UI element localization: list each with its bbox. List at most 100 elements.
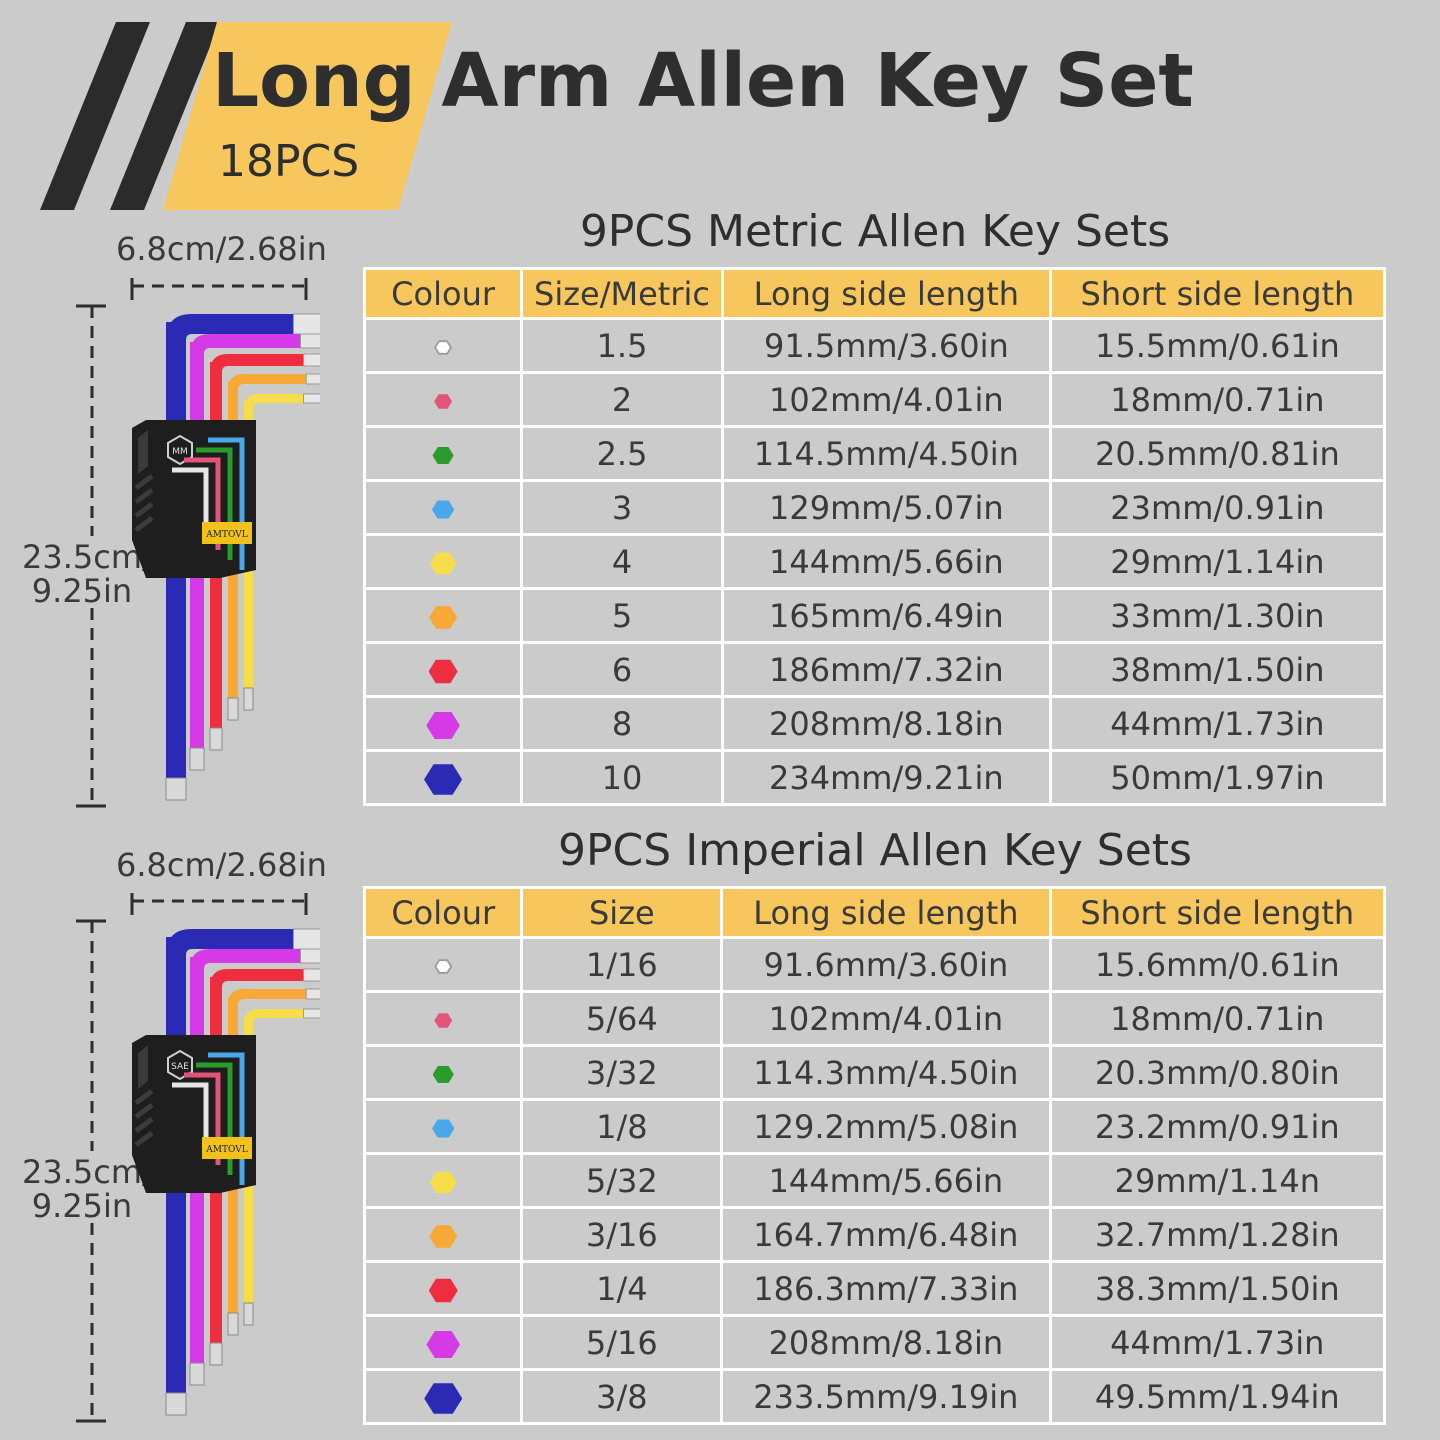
metric-section-title: 9PCS Metric Allen Key Sets [579,206,1171,257]
short-cell: 18mm/0.71in [1048,990,1387,1047]
holder-grip-line [134,1089,154,1105]
holder-grip-line [134,516,154,532]
allen-key-ball-end [243,1302,254,1326]
colour-cell [362,587,524,644]
holder-grip-line [134,1117,154,1133]
page-title: Long Arm Allen Key Set [212,38,1194,124]
allen-key-ball-end [243,687,254,711]
colour-swatch-icon [426,712,460,739]
allen-key-short-arm [228,989,307,1005]
colour-swatch-icon [424,1383,463,1414]
colour-cell [362,317,524,374]
holder-grip-line [134,1103,154,1119]
imperial-section-title: 9PCS Imperial Allen Key Sets [558,825,1192,876]
short-cell: 33mm/1.30in [1048,587,1387,644]
size-cell: 3/8 [520,1368,724,1425]
colour-swatch-icon [432,1065,454,1084]
size-cell: 2.5 [520,425,724,482]
allen-key-short-arm [228,374,307,390]
short-cell: 50mm/1.97in [1048,749,1387,806]
short-cell: 32.7mm/1.28in [1048,1206,1387,1263]
height-label-line: 23.5cm/ [22,1153,153,1191]
column-header: Colour [362,886,524,939]
holder-small-key [184,457,221,550]
brand-label-text: AMTOVL [205,1145,247,1155]
size-cell: 2 [520,371,724,428]
column-header: Long side length [720,886,1052,939]
allen-key-tip [305,373,320,385]
long-cell: 102mm/4.01in [720,371,1052,428]
column-header: Short side length [1048,886,1387,939]
height-dimension-label: 23.5cm/ 9.25in [22,540,153,608]
allen-key-tip [305,988,320,1000]
height-dimension-label: 23.5cm/ 9.25in [22,1153,153,1225]
colour-cell [362,1206,524,1263]
allen-key-short-arm [166,929,294,955]
colour-cell [362,371,524,428]
table-header-row: Colour Size/Metric Long side length Shor… [362,267,1387,320]
long-cell: 144mm/5.66in [720,1152,1052,1209]
size-cell: 3 [520,479,724,536]
allen-key-tip [303,968,320,982]
size-cell: 5/16 [520,1314,724,1371]
colour-swatch-icon [432,446,454,465]
colour-cell [362,533,524,590]
short-cell: 20.3mm/0.80in [1048,1044,1387,1101]
short-cell: 29mm/1.14in [1048,533,1387,590]
long-cell: 164.7mm/6.48in [720,1206,1052,1263]
long-cell: 186mm/7.32in [720,641,1052,698]
short-cell: 23.2mm/0.91in [1048,1098,1387,1155]
table-header-row: Colour Size Long side length Short side … [362,886,1387,939]
colour-swatch-icon [429,552,457,575]
long-cell: 208mm/8.18in [720,695,1052,752]
allen-key-tip [303,393,320,404]
key-holder [132,1035,256,1193]
colour-swatch-icon [424,764,463,795]
key-holder [132,420,256,578]
short-cell: 49.5mm/1.94in [1048,1368,1387,1425]
long-cell: 114.3mm/4.50in [720,1044,1052,1101]
size-cell: 5 [520,587,724,644]
allen-key-tip [303,353,320,367]
size-cell: 1/8 [520,1098,724,1155]
long-cell: 114.5mm/4.50in [720,425,1052,482]
allen-key-ball-end [209,727,223,751]
colour-swatch-icon [428,659,458,684]
holder-small-key [184,1072,221,1165]
column-header: Short side length [1048,267,1387,320]
short-cell: 20.5mm/0.81in [1048,425,1387,482]
holder-small-key [172,1082,209,1155]
long-cell: 129.2mm/5.08in [720,1098,1052,1155]
short-cell: 18mm/0.71in [1048,371,1387,428]
brand-label-text: AMTOVL [205,530,247,540]
long-cell: 129mm/5.07in [720,479,1052,536]
long-cell: 186.3mm/7.33in [720,1260,1052,1317]
holder-badge-icon [167,434,193,466]
height-label-line: 9.25in [31,1187,133,1225]
colour-swatch-icon [429,1171,457,1194]
colour-cell [362,1260,524,1317]
colour-cell [362,1368,524,1425]
colour-swatch-icon [432,1119,455,1138]
allen-key-ball-end [165,1392,187,1416]
short-cell: 29mm/1.14n [1048,1152,1387,1209]
size-cell: 4 [520,533,724,590]
short-cell: 38.3mm/1.50in [1048,1260,1387,1317]
holder-small-key [172,467,209,540]
brand-label [202,1137,252,1159]
colour-swatch-icon [434,959,453,974]
colour-swatch-icon [434,340,453,355]
allen-key-short-arm [190,334,301,354]
column-header: Size/Metric [520,267,724,320]
size-cell: 10 [520,749,724,806]
